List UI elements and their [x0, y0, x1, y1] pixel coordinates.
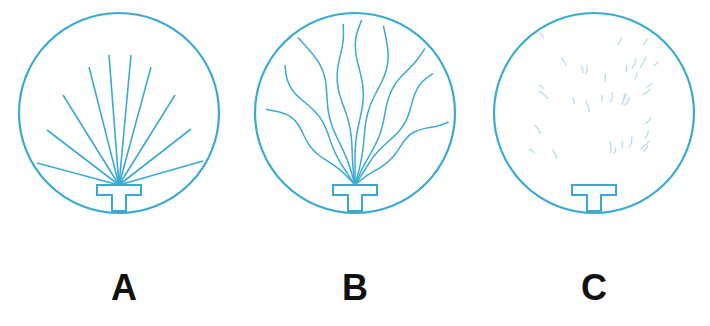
water-droplet [609, 141, 611, 153]
water-droplet [618, 37, 621, 45]
water-jet [63, 95, 119, 185]
water-jet [266, 109, 355, 185]
water-droplet [629, 136, 631, 147]
water-droplet [552, 150, 556, 159]
water-droplet [610, 92, 612, 102]
water-jet [109, 55, 119, 185]
water-droplet [625, 97, 630, 106]
water-droplet [647, 83, 652, 88]
nozzle [97, 185, 141, 211]
water-droplet [529, 149, 534, 153]
sprinkler-panel [494, 13, 694, 213]
water-droplet [654, 61, 659, 65]
nozzle [572, 185, 616, 211]
water-jet [119, 129, 191, 185]
water-droplet [561, 58, 566, 66]
water-jet [355, 26, 388, 185]
view-circle [19, 13, 219, 213]
panel-letter: A [84, 268, 164, 308]
view-circle [255, 13, 455, 213]
water-droplet [539, 85, 543, 89]
water-droplet [640, 141, 649, 149]
water-droplet [539, 91, 548, 99]
water-jet [337, 24, 355, 185]
water-droplet [643, 38, 647, 45]
water-droplet [622, 141, 623, 148]
water-jet [355, 122, 449, 185]
view-circle [494, 13, 694, 213]
water-jet [355, 20, 363, 185]
water-droplet [645, 131, 649, 139]
water-droplet [581, 65, 583, 73]
nozzle [333, 185, 377, 211]
water-droplet [625, 65, 626, 72]
water-droplet [632, 58, 636, 68]
water-droplet [585, 100, 588, 112]
water-jet [47, 130, 119, 185]
water-droplet [645, 117, 651, 124]
water-droplet [535, 125, 541, 134]
water-jet [119, 67, 151, 185]
water-droplet [539, 32, 543, 38]
water-droplet [601, 95, 602, 102]
water-jet [298, 37, 355, 185]
water-droplet [604, 74, 605, 82]
water-droplet [634, 72, 636, 79]
water-jet [119, 161, 203, 185]
water-jet [285, 65, 355, 185]
sprinkler-panel [19, 13, 219, 213]
water-droplet [614, 147, 616, 153]
water-droplet [643, 88, 650, 95]
water-jet [355, 48, 425, 185]
water-droplet [640, 57, 646, 68]
water-droplet [573, 98, 575, 105]
panel-letter: B [315, 268, 395, 308]
sprinkler-panel [255, 13, 455, 213]
water-droplet [623, 93, 626, 99]
water-droplet [585, 66, 587, 75]
panel-letter: C [554, 268, 634, 308]
water-droplet [622, 94, 625, 105]
